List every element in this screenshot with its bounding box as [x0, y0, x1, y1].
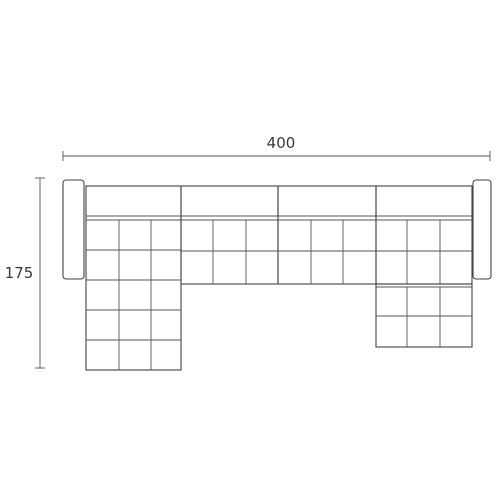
right-ottoman	[375, 283, 473, 348]
right-module	[375, 185, 473, 285]
right-armrest	[472, 179, 492, 280]
left-chaise-outline	[85, 185, 182, 371]
middle-module-1	[180, 185, 279, 285]
middle-module-2	[277, 185, 377, 285]
right-ottoman-outline	[375, 283, 473, 348]
middle-module-2-tufting	[278, 220, 376, 284]
right-ottoman-tufting	[376, 287, 472, 347]
left-chaise-module	[85, 185, 182, 371]
middle-module-1-tufting	[181, 220, 278, 284]
depth-dimension: 175	[5, 177, 45, 369]
left-armrest	[62, 179, 85, 280]
middle-module-2-outline	[277, 185, 377, 285]
left-chaise-tufting	[86, 220, 181, 370]
right-module-tufting	[376, 220, 472, 284]
right-module-outline	[375, 185, 473, 285]
width-dimension: 400	[62, 134, 491, 161]
width-label: 400	[267, 134, 296, 152]
depth-label: 175	[5, 264, 34, 282]
middle-module-1-outline	[180, 185, 279, 285]
